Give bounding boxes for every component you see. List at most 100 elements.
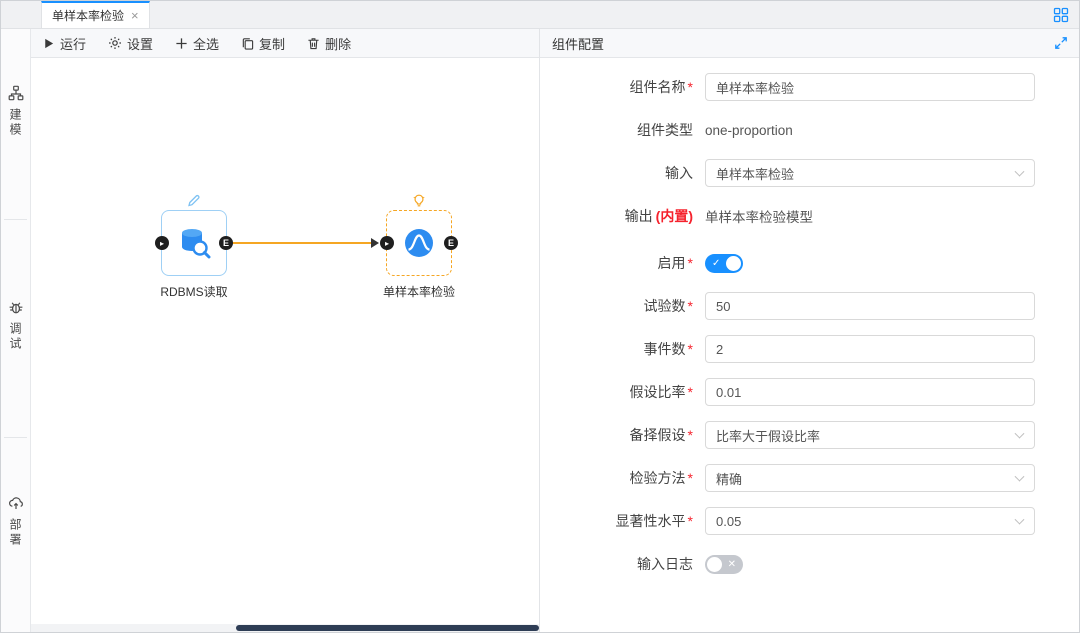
field-label: 组件类型 bbox=[637, 122, 693, 138]
tab-one-proportion-test[interactable]: 单样本率检验 × bbox=[41, 1, 150, 28]
field-label: 输入日志 bbox=[637, 556, 693, 572]
scrollbar-thumb[interactable] bbox=[236, 625, 539, 631]
expand-icon[interactable] bbox=[1054, 36, 1068, 50]
select-value: 单样本率检验 bbox=[716, 166, 795, 182]
required-mark: * bbox=[687, 384, 693, 400]
component-type-value: one-proportion bbox=[705, 122, 793, 138]
sidebar-divider bbox=[4, 437, 27, 438]
node-rdbms-read[interactable]: ▸ E RDBMS读取 bbox=[155, 194, 233, 299]
tab-title: 单样本率检验 bbox=[52, 9, 125, 23]
cloud-upload-icon bbox=[8, 497, 23, 509]
field-label: 启用 bbox=[657, 255, 686, 271]
toggle-knob bbox=[707, 556, 722, 572]
field-output: 输出(内置) 单样本率检验模型 bbox=[540, 202, 1035, 230]
node-label: RDBMS读取 bbox=[160, 285, 228, 299]
plus-icon bbox=[176, 37, 187, 49]
builtin-tag: (内置) bbox=[655, 208, 693, 224]
field-test-method: 检验方法* 精确 bbox=[540, 464, 1035, 492]
sidebar-item-deploy[interactable]: 部署 bbox=[1, 495, 30, 548]
config-panel: 组件配置 组件名称* 组件类型 one-proportion 输入 bbox=[540, 29, 1079, 632]
toggle-knob bbox=[726, 255, 741, 271]
field-label: 输入 bbox=[665, 165, 693, 181]
field-label: 输出 bbox=[624, 208, 653, 224]
layout-grid-icon[interactable] bbox=[1053, 7, 1069, 23]
select-value: 0.05 bbox=[716, 513, 742, 529]
field-hypothesized-ratio: 假设比率* bbox=[540, 378, 1035, 406]
pencil-icon bbox=[187, 193, 202, 213]
field-input-log: 输入日志 ✕ bbox=[540, 550, 1035, 578]
field-input: 输入 单样本率检验 bbox=[540, 159, 1035, 187]
trials-input[interactable] bbox=[705, 292, 1035, 320]
canvas-hscrollbar[interactable] bbox=[31, 624, 539, 632]
database-search-icon bbox=[162, 211, 226, 275]
connection-edge[interactable] bbox=[232, 242, 372, 244]
significance-select[interactable]: 0.05 bbox=[705, 507, 1035, 535]
sidebar-item-label: 建模 bbox=[8, 108, 22, 138]
alternative-select[interactable]: 比率大于假设比率 bbox=[705, 421, 1035, 449]
field-label: 假设比率 bbox=[629, 384, 686, 400]
sitemap-icon bbox=[8, 85, 23, 101]
enable-toggle[interactable]: ✓ bbox=[705, 253, 743, 273]
field-events: 事件数* bbox=[540, 335, 1035, 363]
field-trials: 试验数* bbox=[540, 292, 1035, 320]
events-input[interactable] bbox=[705, 335, 1035, 363]
field-enable: 启用* ✓ bbox=[540, 249, 1035, 277]
chevron-down-icon bbox=[1014, 514, 1025, 525]
required-mark: * bbox=[687, 427, 693, 443]
tab-close-icon[interactable]: × bbox=[131, 8, 139, 23]
field-label: 检验方法 bbox=[629, 470, 686, 486]
output-port[interactable]: E bbox=[219, 236, 233, 250]
workflow-canvas[interactable]: ▸ E RDBMS读取 bbox=[31, 58, 539, 632]
field-component-type: 组件类型 one-proportion bbox=[540, 116, 1035, 144]
input-port[interactable]: ▸ bbox=[380, 236, 394, 250]
config-panel-header: 组件配置 bbox=[540, 29, 1079, 58]
field-component-name: 组件名称* bbox=[540, 73, 1035, 101]
sidebar-item-modeling[interactable]: 建模 bbox=[1, 85, 30, 138]
required-mark: * bbox=[687, 341, 693, 357]
canvas-toolbar: 运行 设置 全选 复制 bbox=[31, 29, 539, 58]
sidebar-item-debug[interactable]: 调试 bbox=[1, 299, 30, 352]
field-label: 组件名称 bbox=[629, 79, 686, 95]
required-mark: * bbox=[687, 298, 693, 314]
copy-button[interactable]: 复制 bbox=[241, 34, 285, 53]
select-all-button[interactable]: 全选 bbox=[175, 34, 219, 53]
run-button[interactable]: 运行 bbox=[42, 34, 86, 53]
ratio-input[interactable] bbox=[705, 378, 1035, 406]
output-value: 单样本率检验模型 bbox=[705, 210, 813, 225]
check-icon: ✓ bbox=[712, 257, 721, 269]
method-select[interactable]: 精确 bbox=[705, 464, 1035, 492]
select-value: 比率大于假设比率 bbox=[716, 428, 821, 444]
component-name-input[interactable] bbox=[705, 73, 1035, 101]
field-label: 试验数 bbox=[643, 298, 686, 314]
chevron-down-icon bbox=[1014, 428, 1025, 439]
canvas-column: 运行 设置 全选 复制 bbox=[31, 29, 540, 632]
sidebar-item-label: 部署 bbox=[8, 518, 22, 548]
required-mark: * bbox=[687, 513, 693, 529]
bug-icon bbox=[9, 302, 22, 314]
bulb-icon bbox=[411, 193, 427, 214]
input-port[interactable]: ▸ bbox=[155, 236, 169, 250]
required-mark: * bbox=[687, 79, 693, 95]
chevron-down-icon bbox=[1014, 471, 1025, 482]
input-select[interactable]: 单样本率检验 bbox=[705, 159, 1035, 187]
panel-title: 组件配置 bbox=[552, 36, 605, 52]
settings-button[interactable]: 设置 bbox=[108, 34, 153, 53]
gear-icon bbox=[109, 37, 122, 49]
select-value: 精确 bbox=[716, 471, 743, 487]
field-label: 事件数 bbox=[643, 341, 686, 357]
node-label: 单样本率检验 bbox=[382, 285, 456, 299]
chevron-down-icon bbox=[1014, 166, 1025, 177]
config-form: 组件名称* 组件类型 one-proportion 输入 单样本率检验 bbox=[540, 58, 1079, 603]
field-significance-level: 显著性水平* 0.05 bbox=[540, 507, 1035, 535]
node-one-proportion-test[interactable]: ▸ E 单样本率检验 bbox=[380, 194, 458, 299]
sidebar: 建模 调试 部署 bbox=[1, 29, 31, 632]
required-mark: * bbox=[687, 255, 693, 271]
trash-icon bbox=[308, 37, 319, 49]
delete-button[interactable]: 删除 bbox=[307, 34, 351, 53]
input-log-toggle[interactable]: ✕ bbox=[705, 554, 743, 574]
play-icon bbox=[45, 38, 54, 48]
tab-bar: 单样本率检验 × bbox=[1, 1, 1079, 29]
sidebar-item-label: 调试 bbox=[8, 322, 22, 352]
output-port[interactable]: E bbox=[444, 236, 458, 250]
